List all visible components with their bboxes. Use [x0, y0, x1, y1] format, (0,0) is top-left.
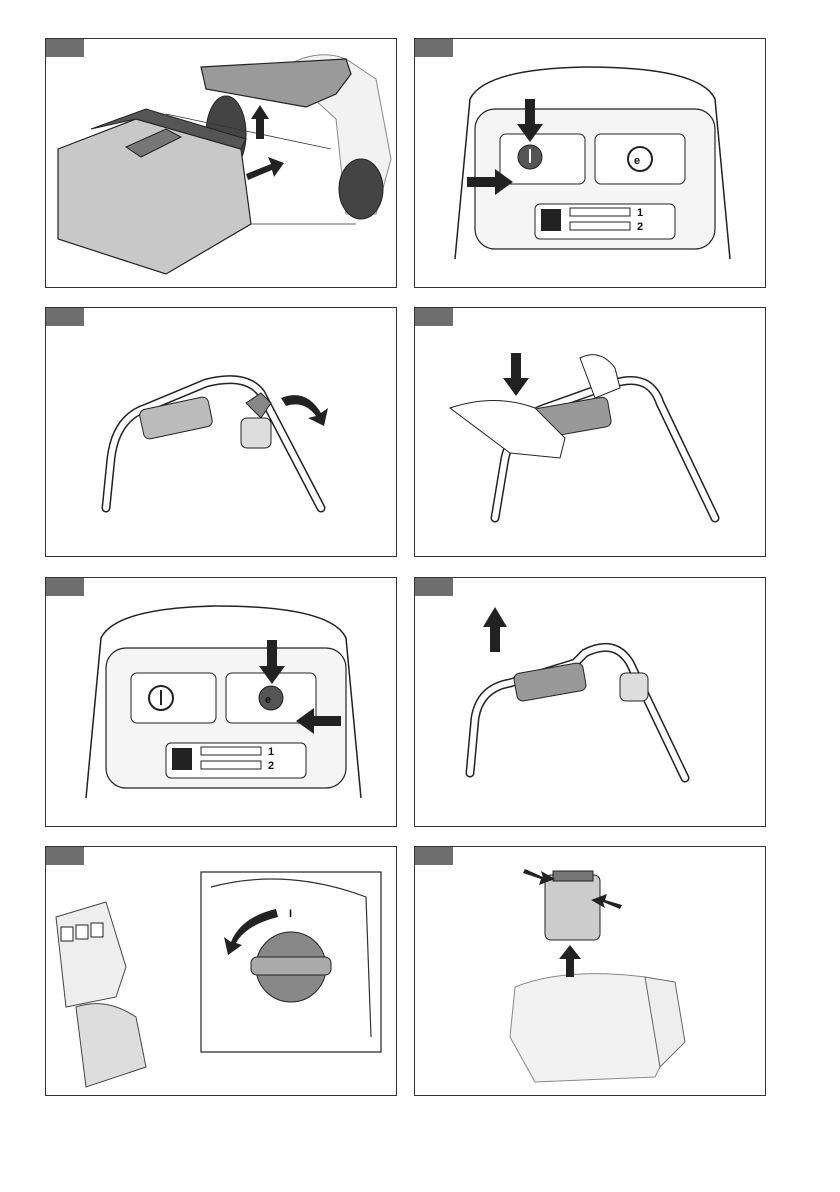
control-panel-illustration: e 1 2	[46, 578, 396, 826]
arrow-rotate	[281, 395, 328, 426]
arrow-up	[251, 105, 269, 139]
arrow-down	[503, 353, 529, 396]
panel-1	[45, 38, 397, 288]
rear-wheel-right	[339, 159, 383, 219]
handle-lever-illustration	[46, 308, 396, 556]
stop-icon	[172, 748, 192, 770]
battery-removal-illustration	[415, 847, 765, 1095]
panel-3	[45, 307, 397, 557]
panel-2: e 1 2	[414, 38, 766, 288]
panel-5: e 1 2	[45, 577, 397, 827]
svg-text:e: e	[265, 694, 271, 706]
battery-lid-illustration: I	[46, 847, 396, 1095]
panel-8	[414, 846, 766, 1096]
hands-press-illustration	[415, 308, 765, 556]
indicator-label-2: 2	[268, 760, 274, 772]
svg-text:e: e	[634, 155, 640, 167]
grass-bag-illustration	[46, 39, 396, 287]
battery-pack	[545, 875, 600, 940]
panel-7: I	[45, 846, 397, 1096]
indicator-label-1: 1	[637, 207, 643, 219]
safety-bar	[513, 662, 587, 702]
handle-release-illustration	[415, 578, 765, 826]
panel-icon-2	[76, 925, 88, 939]
arrow-right	[246, 157, 284, 180]
stop-icon	[541, 209, 561, 231]
arrow-up	[559, 945, 581, 977]
key-handle	[251, 957, 331, 975]
power-button-area	[500, 134, 585, 184]
panel-icon-3	[91, 923, 103, 937]
panel-icon-1	[61, 927, 73, 941]
control-panel-illustration: e 1 2	[415, 39, 765, 287]
panel-4	[414, 307, 766, 557]
indicator-label-1: 1	[268, 746, 274, 758]
battery-handle	[553, 871, 593, 881]
lever-housing	[241, 418, 271, 448]
indicator-label-2: 2	[637, 221, 643, 233]
panel-6	[414, 577, 766, 827]
arrow-up	[483, 607, 507, 652]
key-mark: I	[289, 908, 292, 920]
lever-housing	[620, 673, 648, 701]
